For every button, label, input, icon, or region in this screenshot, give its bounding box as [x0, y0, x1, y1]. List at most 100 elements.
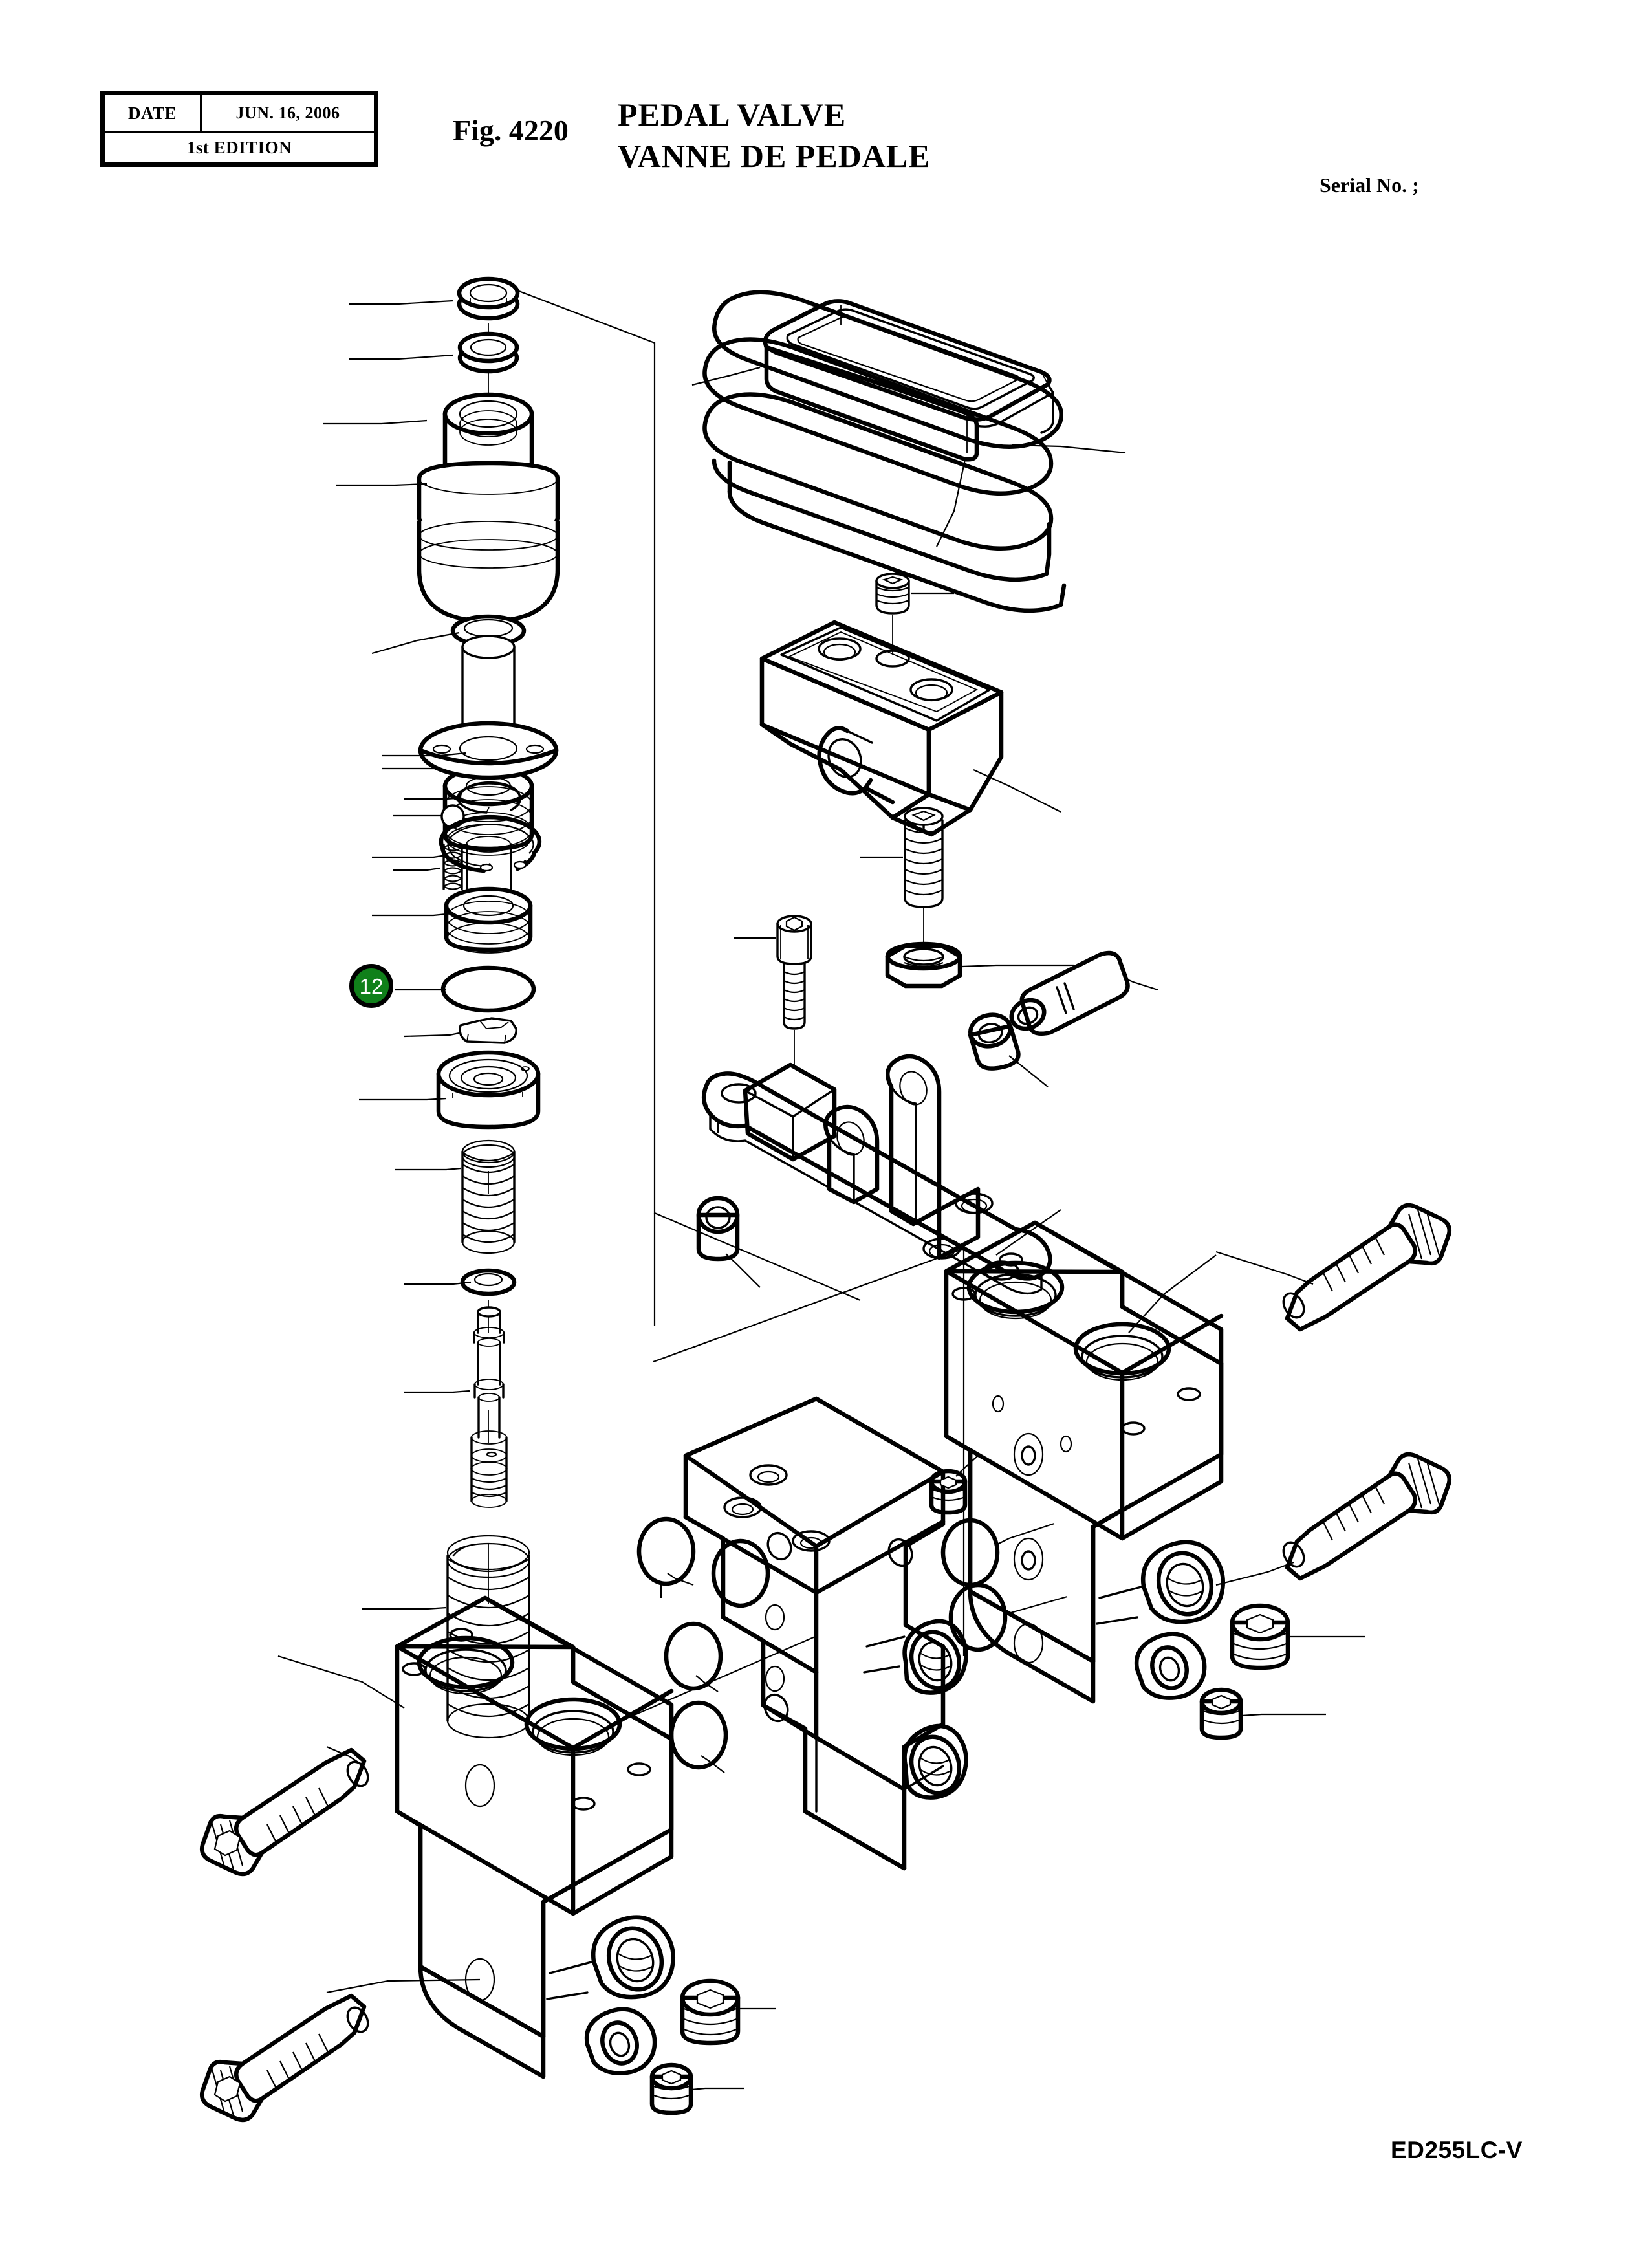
pivot-base-plate [702, 1054, 1052, 1295]
pivot-base-assembly [696, 915, 1158, 1295]
dust-seal-ring-upper [457, 276, 520, 321]
o-ring-lower-bushing [450, 614, 527, 648]
spool-valve [470, 1306, 508, 1508]
set-screw-plate [929, 1469, 968, 1515]
leader-o-ring-3 [695, 1675, 719, 1692]
o-ring-port-3 [664, 1621, 723, 1691]
leader-set-screw-plate [955, 1455, 979, 1477]
date-label: DATE [127, 103, 177, 123]
edition-label: 1st EDITION [186, 138, 292, 157]
leader-cap-screw-upper-right [1215, 1251, 1314, 1285]
o-ring-seal [440, 965, 536, 1013]
o-ring-port-1 [636, 1516, 696, 1586]
leader-spool-valve [404, 1390, 470, 1393]
leader-spring-lower [362, 1606, 447, 1610]
figure-number: Fig. 4220 [453, 114, 569, 147]
date-value-cell: JUN. 16, 2006 [202, 95, 374, 131]
spring-seat-cup [436, 1050, 541, 1130]
leader-plunger-head [382, 765, 479, 770]
cap-screw-long-lower [1282, 1452, 1451, 1581]
plunger-rod [461, 635, 516, 784]
small-compression-spring [442, 844, 464, 890]
leader-backup-washer [404, 1032, 460, 1038]
leader-pedal-pad-left [691, 366, 761, 386]
model-number-footer: ED255LC-V [1391, 2137, 1523, 2163]
snap-ring-large [439, 814, 542, 873]
disc-plate-visible [418, 721, 559, 780]
leader-small-spring [393, 867, 440, 871]
plunger-head-with-grooves [442, 765, 534, 904]
seal-stack-washer [444, 886, 533, 954]
date-value: JUN. 16, 2006 [235, 104, 340, 122]
o-ring-port-5 [940, 1518, 1000, 1588]
cap-screw-long-upper [1282, 1203, 1451, 1332]
hex-nut [885, 941, 962, 989]
date-row: DATE JUN. 16, 2006 [105, 95, 374, 131]
plug-large-left [680, 1978, 741, 2046]
leader-cap-screw-left-lower [326, 1978, 481, 1994]
date-label-cell: DATE [105, 95, 202, 131]
leader-guide-bushing-flange [336, 483, 428, 486]
cap-screw-left-upper [200, 1747, 369, 1877]
leader-bushing-left [725, 1253, 761, 1288]
leader-o-ring-4 [701, 1755, 725, 1773]
leader-washer-flat [404, 1281, 472, 1285]
leader-pedal-pad-bottom [936, 459, 966, 547]
valve-body-right [944, 1220, 1225, 1704]
leader-cap-screw-lower-right [1215, 1561, 1294, 1586]
serial-number-label: Serial No. ; [1320, 173, 1419, 197]
leader-bushing-right [1008, 1055, 1049, 1087]
leader-o-ring-6 [1003, 1595, 1068, 1616]
section-boundary-lines [488, 278, 965, 1722]
plunger-guide-bushing [417, 392, 560, 624]
compression-spring-lower [446, 1535, 530, 1739]
page-title-french: VANNE DE PEDALE [618, 138, 931, 174]
leader-spring-upper [395, 1167, 461, 1171]
washer-flat [460, 1268, 517, 1296]
edition-row: 1st EDITION [105, 131, 374, 162]
leader-plug-small-right [1241, 1713, 1326, 1717]
leader-pivot-pin [1124, 977, 1158, 991]
plug-small-left [649, 2062, 693, 2115]
leader-seal-stack [372, 912, 453, 917]
leader-o-ring-lower-bushing [371, 631, 460, 655]
leader-dust-seal-upper [349, 300, 453, 305]
bushing-right [968, 1012, 1021, 1071]
page-title-english: PEDAL VALVE [618, 96, 847, 133]
backup-washer [459, 1017, 517, 1044]
adjusting-screw [904, 807, 944, 908]
leader-disc-plate [382, 752, 466, 757]
leader-retaining-ring [404, 797, 457, 800]
manifold-plate-center [683, 1396, 979, 1871]
valve-body-left [395, 1595, 675, 2079]
leader-bracket-body [973, 769, 1061, 813]
pedal-bracket-group [759, 573, 1074, 989]
leader-plug-small-left [691, 2087, 744, 2091]
steel-ball [440, 804, 465, 829]
leader-pivot-base-plate [995, 1209, 1061, 1256]
retaining-ring-c-clip [457, 782, 521, 814]
callout-marker-12[interactable]: 12 [349, 964, 393, 1008]
leader-cap-screw-left-upper [326, 1745, 363, 1765]
pivot-pin [1009, 950, 1130, 1036]
o-ring-port-6 [948, 1582, 1008, 1652]
callout-number: 12 [359, 974, 384, 998]
bushing-left [696, 1196, 740, 1262]
rubber-pedal-pad-bellows [702, 290, 1067, 613]
compression-spring-upper [461, 1139, 516, 1254]
leader-valve-body-right [1128, 1254, 1217, 1333]
leader-snap-ring [372, 854, 447, 858]
leader-o-ring-1 [667, 1573, 694, 1586]
plug-large-right [1230, 1603, 1290, 1670]
leader-valve-body-left [277, 1655, 405, 1709]
leader-o-ring-upper [349, 354, 453, 360]
retaining-ring-small [459, 781, 521, 803]
o-ring-port-4 [669, 1700, 728, 1770]
plug-small-right [1199, 1687, 1243, 1740]
cap-screw-left-lower [200, 1993, 369, 2123]
socket-head-cap-screw [776, 915, 812, 1030]
o-ring-upper [457, 331, 519, 374]
leader-spring-seat-cup [359, 1097, 447, 1101]
